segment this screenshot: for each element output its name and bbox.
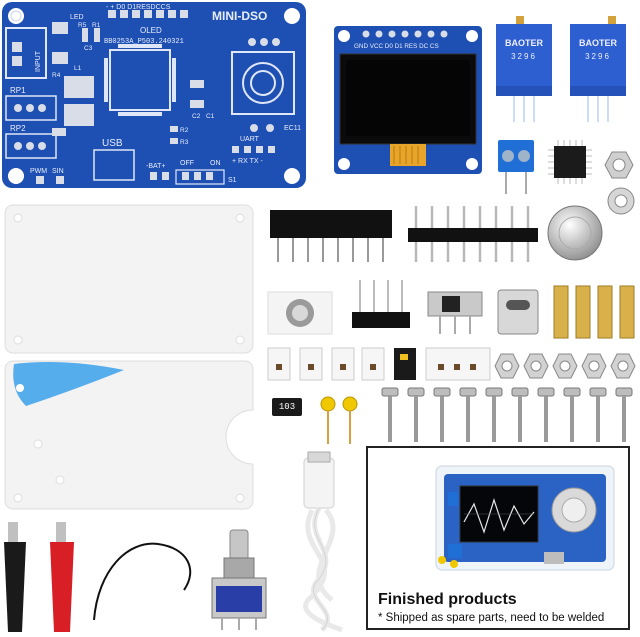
- pcb-ref-c2: C2: [192, 113, 201, 120]
- pcb-ref-c3: C3: [84, 45, 93, 52]
- trimpot-2-code: 3296: [585, 52, 611, 61]
- pcb-ref-c1: C1: [206, 113, 215, 120]
- slide-switch: [426, 290, 484, 336]
- usb-c-connector: [496, 288, 540, 336]
- pcb-input-label: INPUT: [35, 50, 42, 72]
- pcb-pin-header-labels: - + D0 D1RESDCCS: [106, 4, 171, 11]
- pcb-ref-r3: R3: [180, 139, 189, 146]
- trimpot-1: BAOTER 3296: [494, 14, 554, 124]
- pcb-ref-r1: R1: [92, 22, 101, 29]
- pcb-bat-label: -BAT+: [146, 163, 166, 170]
- pcb-rx-tx-label: + RX TX -: [232, 158, 263, 165]
- pcb-oled-label: OLED: [140, 26, 162, 35]
- pcb-on-label: ON: [210, 160, 221, 167]
- pcb-ref-r4: R4: [52, 72, 61, 79]
- finished-products-inset: Finished products * Shipped as spare par…: [366, 446, 630, 630]
- screws-row: [380, 386, 636, 444]
- hex-nut: [604, 150, 634, 180]
- female-pin-header: [268, 208, 394, 264]
- trimpot-1-code: 3296: [511, 52, 537, 61]
- pcb-pwm-label: PWM: [30, 168, 47, 175]
- rotary-encoder: [206, 528, 272, 632]
- buzzer-component: [266, 290, 334, 336]
- pcb-rp1-label: RP1: [10, 86, 26, 95]
- oled-pin-labels: GND VCC D0 D1 RES DC CS: [354, 43, 439, 50]
- pcb-ref-r2: R2: [180, 127, 189, 134]
- pcb-uart-label: UART: [240, 136, 260, 143]
- pcb-sin-label: SIN: [52, 168, 64, 175]
- inset-note: * Shipped as spare parts, need to be wel…: [378, 612, 605, 624]
- pcb-ref-r5: R5: [78, 22, 87, 29]
- brass-standoffs: [552, 284, 638, 340]
- usb-cable: [282, 450, 362, 632]
- resistor-marking: 103: [278, 402, 296, 412]
- right-angle-header: [350, 278, 410, 334]
- alligator-clips: [0, 520, 90, 634]
- nuts-row: [494, 352, 638, 380]
- black-wire: [88, 530, 208, 630]
- finished-product-photo: [435, 465, 615, 571]
- acrylic-bottom-panel: [4, 360, 254, 510]
- pcb-usb-label: USB: [102, 138, 123, 149]
- oled-module: GND VCC D0 D1 RES DC CS: [332, 24, 484, 176]
- qfp-chip: [546, 138, 594, 186]
- encoder-knob: [546, 204, 604, 262]
- pcb-ec11-label: EC11: [284, 125, 301, 132]
- acrylic-top-panel: [4, 204, 254, 354]
- pcb-rp2-label: RP2: [10, 124, 26, 133]
- pcb-title: MINI-DSO: [212, 9, 267, 23]
- pcb-led-label: LED: [70, 14, 84, 21]
- pcb-batch-code: BB0253A_P503.240321: [104, 38, 184, 46]
- smd-component-row: [266, 344, 496, 384]
- smd-resistor-103: 103: [272, 398, 302, 416]
- trimpot-1-brand: BAOTER: [505, 38, 543, 48]
- mini-dso-pcb: MINI-DSO - + D0 D1RESDCCS OLED BB0253A_P…: [0, 0, 308, 190]
- inset-title: Finished products: [378, 591, 517, 608]
- pcb-off-label: OFF: [180, 160, 194, 167]
- male-pin-header: [406, 204, 540, 264]
- pcb-ref-l1: L1: [74, 65, 82, 72]
- test-hooks: [314, 388, 364, 446]
- trimpot-2-brand: BAOTER: [579, 38, 617, 48]
- washer: [606, 186, 636, 216]
- pcb-s1-label: S1: [228, 177, 237, 184]
- trimpot-2: BAOTER 3296: [568, 14, 628, 124]
- terminal-block: [496, 138, 536, 196]
